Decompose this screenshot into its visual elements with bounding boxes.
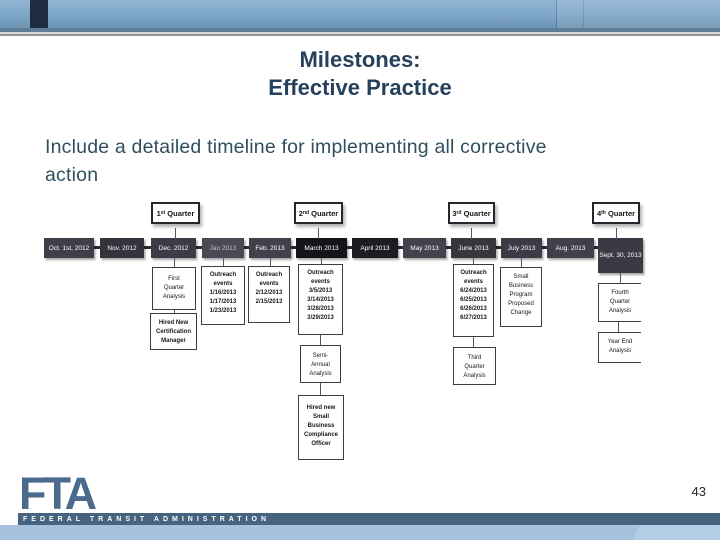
timeline-month-jan: Jan 2013 [202, 238, 244, 258]
banner-seam [556, 0, 557, 28]
milestone-outreach-mar: Outreach events 3/5/2013 3/14/2013 3/28/… [298, 264, 343, 335]
timeline-month-dec: Dec. 2012 [151, 238, 196, 258]
page-number: 43 [691, 484, 706, 499]
quarter-word: Quarter [165, 208, 195, 218]
slide-title-line1: Milestones: [299, 47, 421, 72]
timeline-month-mar: March 2013 [296, 238, 347, 258]
connector-line [620, 273, 621, 283]
connector-line [223, 258, 224, 267]
quarter-word: Quarter [461, 208, 491, 218]
banner-edge-dark [0, 28, 720, 32]
milestone-first-quarter-analysis: First Quarter Analysis [152, 267, 196, 310]
banner-dark-stripe [30, 0, 48, 28]
banner-seam [583, 0, 584, 28]
top-banner [0, 0, 720, 28]
banner-edge-gray [0, 34, 720, 36]
quarter-word: Quarter [309, 208, 339, 218]
timeline-month-jun: June 2013 [451, 238, 496, 258]
quarter-ordinal: 3 [452, 208, 457, 218]
quarter-ordinal: 1 [156, 208, 161, 218]
timeline-month-oct: Oct. 1st, 2012 [44, 238, 94, 258]
connector-line [616, 228, 617, 239]
slide-title: Milestones: Effective Practice [0, 46, 720, 102]
connector-line [473, 337, 474, 348]
connector-line [270, 258, 271, 267]
connector-line [521, 258, 522, 268]
connector-line [618, 322, 619, 333]
milestone-semi-annual-analysis: Semi- Annual Analysis [300, 345, 341, 383]
connector-line [174, 258, 175, 268]
milestone-year-end-analysis: Year End Analysis [598, 332, 641, 363]
footer-bar-light [0, 525, 720, 540]
connector-line [471, 228, 472, 239]
milestone-third-quarter-analysis: Third Quarter Analysis [453, 347, 496, 385]
banner-right-section [557, 0, 720, 28]
connector-line [321, 258, 322, 265]
connector-line [318, 228, 319, 239]
milestone-outreach-jun: Outreach events 6/24/2013 6/25/2013 6/26… [453, 264, 494, 337]
timeline-month-may: May 2013 [403, 238, 446, 258]
timeline-month-jul: July 2013 [501, 238, 542, 258]
fta-logo: FTA [19, 468, 97, 519]
body-text: Include a detailed timeline for implemen… [45, 136, 547, 186]
milestone-outreach-feb: Outreach events 2/12/2013 2/15/2013 [248, 266, 290, 323]
milestone-hired-certification-manager: Hired New Certification Manager [150, 313, 197, 350]
quarter-ordinal: 4 [596, 208, 602, 218]
connector-line [320, 335, 321, 346]
milestone-outreach-jan: Outreach events 1/16/2013 1/17/2013 1/23… [201, 266, 245, 325]
milestone-hired-compliance-officer: Hired new Small Business Compliance Offi… [298, 395, 344, 460]
timeline-month-aug: Aug. 2013 [547, 238, 594, 258]
quarter-word: Quarter [605, 208, 636, 218]
connector-line [320, 383, 321, 396]
quarter-ordinal: 2 [298, 208, 303, 218]
milestone-small-business-program-change: Small Business Program Proposed Change [500, 267, 542, 327]
slide-title-line2: Effective Practice [268, 75, 452, 100]
milestone-fourth-quarter-analysis: Fourth Quarter Analysis [598, 283, 641, 322]
timeline-month-feb: Feb. 2013 [249, 238, 291, 258]
timeline-month-apr: April 2013 [352, 238, 398, 258]
timeline-month-sep: Sept. 30, 2013 [598, 238, 643, 273]
connector-line [473, 258, 474, 265]
banner-edge-light [0, 32, 720, 34]
connector-line [175, 228, 176, 239]
footer-bar-dark [18, 513, 720, 525]
fta-logo-subtext: FEDERAL TRANSIT ADMINISTRATION [23, 516, 271, 523]
connector-line [174, 310, 175, 314]
timeline-month-nov: Nov. 2012 [100, 238, 144, 258]
